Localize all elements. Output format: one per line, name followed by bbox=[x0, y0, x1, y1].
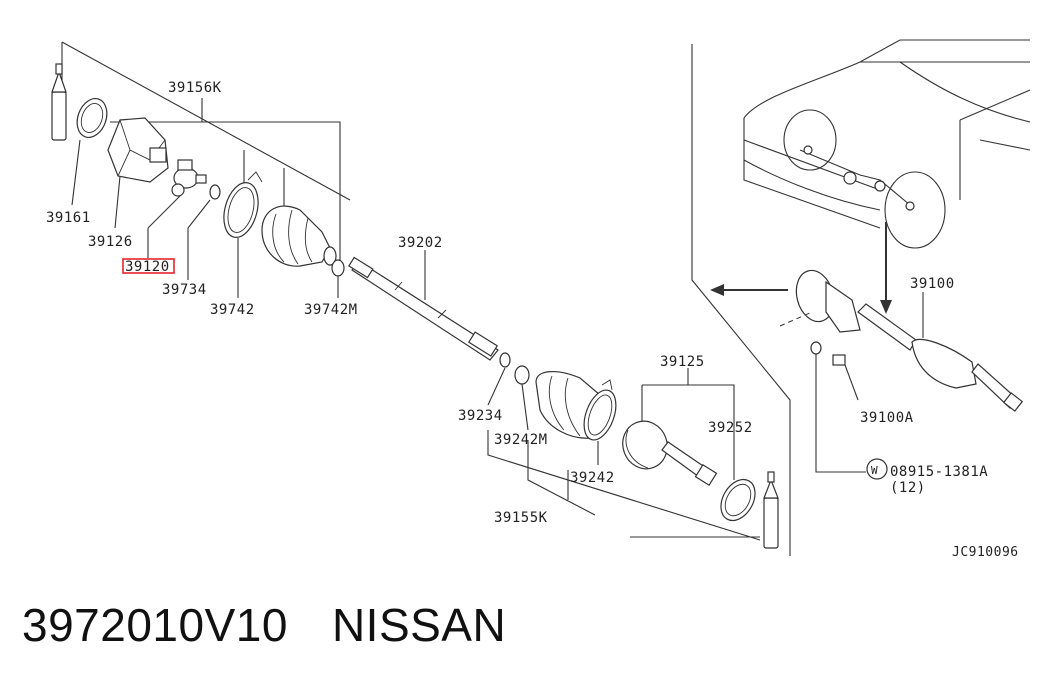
car-illustration bbox=[743, 39, 1031, 249]
part-39242-band bbox=[583, 379, 617, 465]
label-39742: 39742 bbox=[210, 302, 255, 318]
label-39120: 39120 bbox=[125, 259, 170, 275]
label-39242: 39242 bbox=[570, 470, 615, 486]
part-number: 3972010V10 bbox=[22, 599, 288, 651]
label-39242M: 39242M bbox=[494, 432, 548, 448]
brand-name: NISSAN bbox=[331, 599, 507, 651]
caption: 3972010V10 NISSAN bbox=[22, 598, 506, 652]
parts-diagram: W 39156K 39161 39126 39120 39734 39742 3… bbox=[46, 39, 1031, 560]
washer-leader bbox=[815, 354, 866, 473]
label-39156K: 39156K bbox=[168, 80, 222, 96]
part-labels: 39156K 39161 39126 39120 39734 39742 397… bbox=[46, 80, 1019, 560]
label-39234: 39234 bbox=[458, 408, 503, 424]
part-39234-ring bbox=[487, 352, 511, 406]
part-39734-snap-ring bbox=[187, 184, 221, 280]
label-39202: 39202 bbox=[398, 235, 443, 251]
drawing-code: JC910096 bbox=[952, 545, 1019, 560]
highlight-box-39120 bbox=[122, 258, 175, 274]
washer-symbol-label: W bbox=[871, 464, 878, 477]
part-boot-inner bbox=[261, 205, 337, 267]
part-39100A-bolt bbox=[810, 341, 859, 401]
label-08915: 08915-1381A bbox=[890, 464, 988, 480]
part-39202-shaft bbox=[348, 250, 499, 361]
label-39161: 39161 bbox=[46, 210, 91, 226]
inset-dashed-line bbox=[779, 311, 813, 327]
part-39242M-band bbox=[514, 365, 530, 431]
washer-symbol: W bbox=[866, 458, 888, 480]
arrow-down bbox=[880, 222, 892, 314]
label-39155K: 39155K bbox=[494, 510, 548, 526]
label-39125: 39125 bbox=[660, 354, 705, 370]
part-39161-ring bbox=[71, 98, 108, 206]
frame-lines bbox=[61, 41, 761, 541]
label-39734: 39734 bbox=[162, 282, 207, 298]
grease-tube-left bbox=[51, 63, 67, 141]
label-39126: 39126 bbox=[88, 234, 133, 250]
arrow-left bbox=[710, 284, 788, 296]
part-39126-housing bbox=[107, 117, 169, 229]
label-08915-qty: (12) bbox=[890, 480, 926, 496]
label-39742M: 39742M bbox=[304, 302, 358, 318]
label-39252: 39252 bbox=[708, 420, 753, 436]
part-39742M-band-small bbox=[331, 259, 345, 298]
part-39100-assembly bbox=[795, 269, 1024, 412]
grease-tube-right bbox=[763, 471, 779, 549]
part-39742-band bbox=[223, 171, 263, 298]
part-39252-ring bbox=[720, 478, 756, 522]
label-39100A: 39100A bbox=[860, 410, 914, 426]
label-39100: 39100 bbox=[910, 276, 955, 292]
inset-frame bbox=[691, 44, 791, 556]
part-outer-joint bbox=[622, 420, 718, 487]
part-39120-spider bbox=[147, 159, 207, 258]
